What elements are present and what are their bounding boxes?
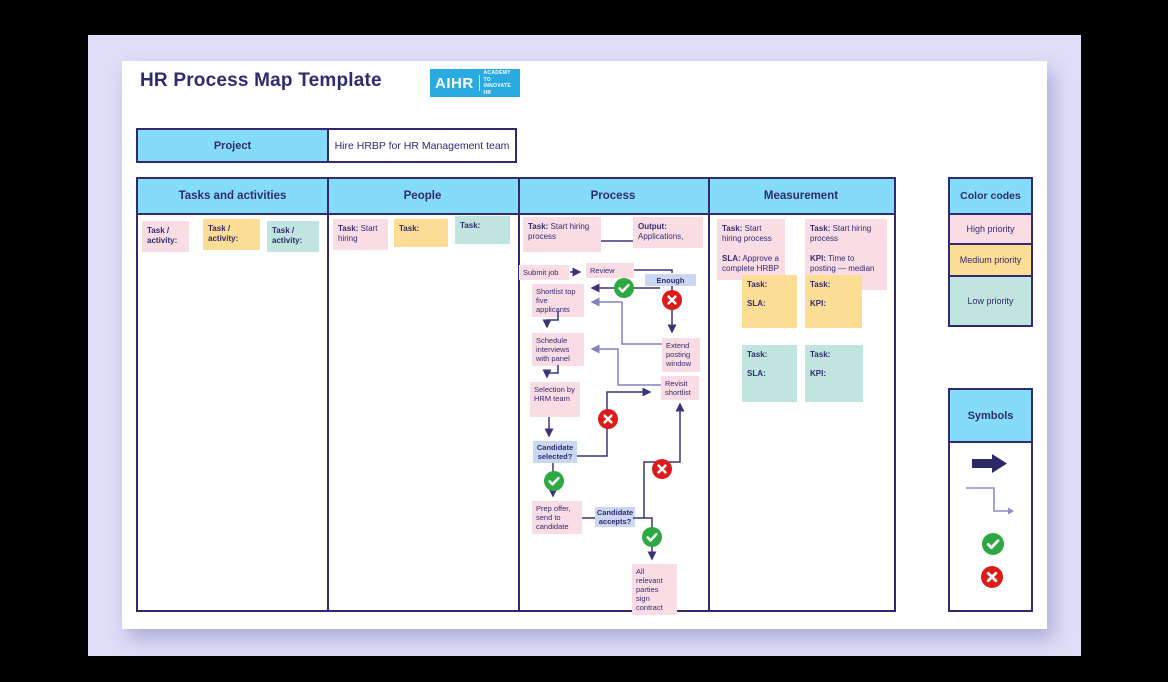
aihr-logo-tagline: ACADEMY TO INNOVATE HR xyxy=(483,70,512,96)
project-label-cell: Project xyxy=(138,130,329,161)
sticky-note-people-low[interactable]: Task: xyxy=(455,216,510,244)
decision-enough[interactable]: Enough xyxy=(645,274,696,286)
flow-node-submit-job[interactable]: Submit job xyxy=(519,265,569,280)
measurement-card-kpi-low[interactable]: Task: KPI: xyxy=(805,345,863,402)
flow-node-selection-hrm[interactable]: Selection by HRM team xyxy=(530,382,580,417)
sticky-note-task-activity-medium[interactable]: Task / activity: xyxy=(203,219,260,250)
sticky-note-people-medium[interactable]: Task: xyxy=(394,219,448,247)
color-codes-legend: Color codes High priority Medium priorit… xyxy=(948,177,1033,327)
symbols-header: Symbols xyxy=(950,390,1031,443)
aihr-logo: AIHR ACADEMY TO INNOVATE HR xyxy=(430,69,520,97)
process-task-card[interactable]: Task: Start hiring process xyxy=(523,217,601,252)
sticky-note-people-high[interactable]: Task: Start hiring xyxy=(333,219,388,250)
measurement-card-sla-high[interactable]: Task: Start hiring process SLA: Approve … xyxy=(717,219,785,280)
flow-node-review[interactable]: Review xyxy=(586,263,634,278)
project-row: Project Hire HRBP for HR Management team xyxy=(136,128,517,163)
column-header-measurement: Measurement xyxy=(763,190,839,202)
symbols-icons xyxy=(966,454,1014,588)
decision-candidate-accepts[interactable]: Candidate accepts? xyxy=(595,507,635,527)
project-value-cell[interactable]: Hire HRBP for HR Management team xyxy=(334,139,510,152)
arrow-icon xyxy=(972,454,1007,473)
sticky-note-task-activity-high[interactable]: Task / activity: xyxy=(142,221,189,252)
color-codes-header: Color codes xyxy=(950,179,1031,215)
measurement-card-sla-low[interactable]: Task: SLA: xyxy=(742,345,797,402)
flow-node-sign-contract[interactable]: All relevant parties sign contract xyxy=(632,564,677,615)
measurement-card-sla-medium[interactable]: Task: SLA: xyxy=(742,275,797,328)
column-divider xyxy=(327,179,329,610)
process-output-card[interactable]: Output: Applications, xyxy=(633,217,703,248)
color-swatch-low-priority: Low priority xyxy=(950,277,1031,325)
decision-candidate-selected[interactable]: Candidate selected? xyxy=(533,441,577,463)
color-swatch-medium-priority: Medium priority xyxy=(950,245,1031,277)
symbols-legend: Symbols xyxy=(948,388,1033,612)
flow-node-extend-posting[interactable]: Extend posting window xyxy=(662,338,700,372)
elbow-connector-icon xyxy=(966,487,1014,515)
check-icon xyxy=(982,533,1004,555)
flow-node-revisit-shortlist[interactable]: Revisit shortlist xyxy=(661,376,699,400)
column-header-process: Process xyxy=(590,190,636,202)
aihr-logo-divider xyxy=(478,75,480,91)
column-divider xyxy=(518,179,520,610)
x-icon xyxy=(981,566,1003,588)
aihr-logo-brand: AIHR xyxy=(435,74,474,92)
sticky-note-task-activity-low[interactable]: Task / activity: xyxy=(267,221,319,252)
flow-node-prep-offer[interactable]: Prep offer, send to candidate xyxy=(532,501,582,534)
page-title: HR Process Map Template xyxy=(140,70,382,91)
color-swatch-high-priority: High priority xyxy=(950,215,1031,245)
column-header-tasks: Tasks and activities xyxy=(178,190,287,202)
table-header-strip xyxy=(138,179,894,215)
column-divider xyxy=(708,179,710,610)
measurement-card-kpi-medium[interactable]: Task: KPI: xyxy=(805,275,862,328)
column-header-people: People xyxy=(403,190,442,202)
flow-node-schedule-interviews[interactable]: Schedule interviews with panel xyxy=(532,333,584,366)
flow-node-shortlist[interactable]: Shortlist top five applicants xyxy=(532,284,584,317)
